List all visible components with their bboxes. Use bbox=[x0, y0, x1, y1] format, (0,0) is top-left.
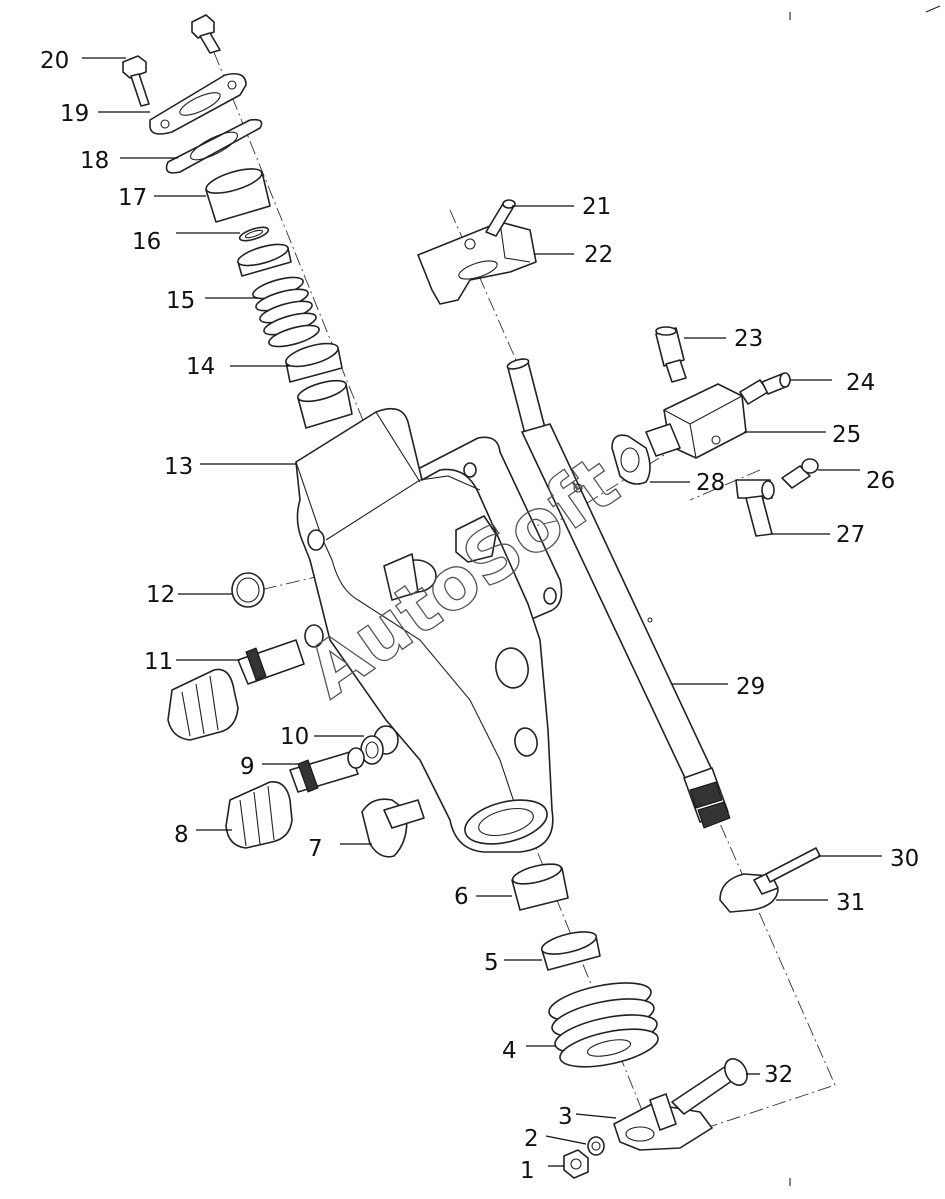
part-20-bolts bbox=[122, 14, 221, 107]
callout-16: 16 bbox=[132, 229, 161, 255]
callout-9: 9 bbox=[240, 754, 255, 780]
part-8-cap bbox=[225, 781, 293, 849]
part-30-rod bbox=[765, 847, 821, 883]
part-23-fitting bbox=[655, 326, 687, 383]
part-19-flange bbox=[149, 72, 247, 135]
callout-30: 30 bbox=[890, 846, 919, 872]
part-26-fitting bbox=[781, 458, 819, 489]
part-12-ring bbox=[231, 572, 265, 608]
callout-21: 21 bbox=[582, 194, 611, 220]
part-1-nut bbox=[563, 1149, 589, 1179]
callout-24: 24 bbox=[846, 370, 875, 396]
callout-7: 7 bbox=[308, 836, 323, 862]
callout-14: 14 bbox=[186, 354, 215, 380]
part-3-lever bbox=[613, 1093, 713, 1151]
part-14-spring-seat bbox=[285, 342, 343, 383]
callout-18: 18 bbox=[80, 148, 109, 174]
part-7-plunger bbox=[361, 798, 425, 858]
callout-2: 2 bbox=[524, 1126, 539, 1152]
part-4-pulley bbox=[548, 982, 659, 1068]
part-16-o-ring bbox=[238, 226, 270, 242]
part-6-bushing bbox=[511, 863, 569, 911]
callout-19: 19 bbox=[60, 101, 89, 127]
part-25-valve-body bbox=[645, 383, 747, 459]
callout-15: 15 bbox=[166, 288, 195, 314]
part-15-spring bbox=[252, 276, 320, 348]
callout-23: 23 bbox=[734, 326, 763, 352]
part-11-valve bbox=[167, 624, 324, 741]
callout-3: 3 bbox=[558, 1104, 573, 1130]
scan-marks bbox=[789, 5, 941, 1186]
part-22-lever bbox=[417, 221, 537, 305]
callout-27: 27 bbox=[836, 522, 865, 548]
leader-lines bbox=[82, 57, 882, 1167]
callout-1: 1 bbox=[520, 1158, 535, 1184]
part-2-washer bbox=[587, 1136, 605, 1156]
callout-5: 5 bbox=[484, 950, 499, 976]
part-31-clamp bbox=[719, 871, 779, 913]
callout-20: 20 bbox=[40, 48, 69, 74]
callout-labels: 20 19 18 17 16 15 14 13 12 11 10 9 8 7 6… bbox=[40, 48, 919, 1184]
callout-31: 31 bbox=[836, 890, 865, 916]
part-32-bolt bbox=[671, 1058, 748, 1115]
callout-8: 8 bbox=[174, 822, 189, 848]
callout-29: 29 bbox=[736, 674, 765, 700]
part-9-valve bbox=[289, 747, 365, 793]
spring-seat-top bbox=[237, 243, 292, 277]
callout-25: 25 bbox=[832, 422, 861, 448]
callout-10: 10 bbox=[280, 724, 309, 750]
callout-32: 32 bbox=[764, 1062, 793, 1088]
part-28-gasket bbox=[611, 434, 651, 485]
part-24-fitting bbox=[739, 372, 791, 405]
callout-28: 28 bbox=[696, 470, 725, 496]
callout-13: 13 bbox=[164, 454, 193, 480]
callout-4: 4 bbox=[502, 1038, 517, 1064]
part-5-seal bbox=[540, 931, 601, 971]
part-18-gasket bbox=[165, 118, 263, 174]
callout-17: 17 bbox=[118, 185, 147, 211]
callout-6: 6 bbox=[454, 884, 469, 910]
callout-22: 22 bbox=[584, 242, 613, 268]
bushing-upper bbox=[297, 379, 353, 429]
callout-11: 11 bbox=[144, 649, 173, 675]
part-29-shaft bbox=[506, 358, 731, 829]
part-27-tee-fitting bbox=[735, 479, 775, 537]
callout-12: 12 bbox=[146, 582, 175, 608]
callout-26: 26 bbox=[866, 468, 895, 494]
part-13-housing bbox=[295, 407, 563, 853]
part-17-bushing bbox=[205, 168, 271, 223]
